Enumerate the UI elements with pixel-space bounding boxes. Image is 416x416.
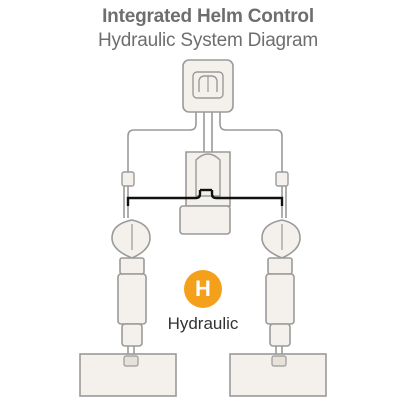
diagram-subtitle: Hydraulic System Diagram [97, 30, 319, 51]
connector-line [126, 188, 284, 206]
left-mount-block [79, 353, 177, 397]
pump-valve-block [179, 151, 231, 235]
left-upper-line [127, 112, 197, 172]
hydraulic-lines [123, 112, 287, 218]
right-upper-line [219, 112, 283, 172]
hydraulic-label: Hydraulic [167, 314, 239, 333]
hydraulic-badge: H [184, 270, 222, 308]
left-line-clip [121, 171, 135, 187]
hydraulic-badge-letter: H [195, 276, 211, 301]
helm-control-unit [182, 59, 234, 113]
right-line-clip [275, 171, 289, 187]
right-hydraulic-ram [261, 219, 301, 358]
left-hydraulic-ram [111, 219, 151, 358]
diagram-title: Integrated Helm Control [102, 6, 314, 27]
right-mount-block [229, 353, 327, 397]
